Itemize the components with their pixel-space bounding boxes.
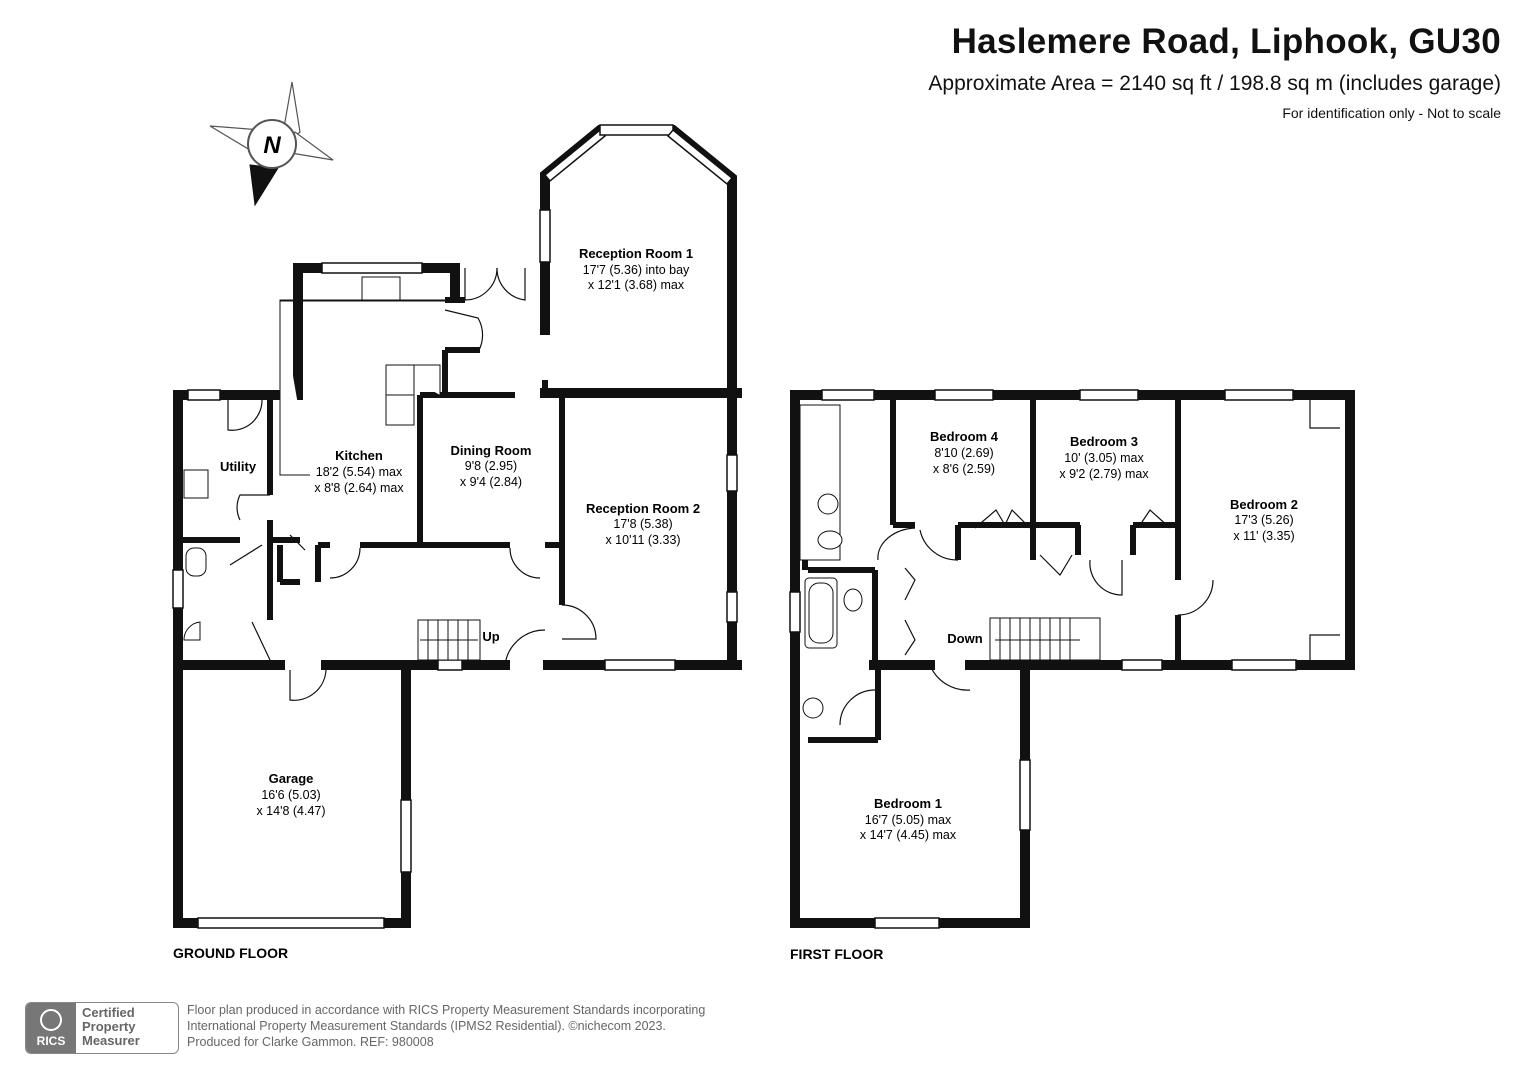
room-dimension: x 10'11 (3.33) [605,533,680,547]
room-dimension: 17'7 (5.36) into bay [583,263,690,277]
room-dimension: 17'8 (5.38) [613,517,672,531]
first-floor-fixtures [799,404,1101,719]
room-dimension: 18'2 (5.54) max [316,465,403,479]
approximate-area: Approximate Area = 2140 sq ft / 198.8 sq… [928,72,1501,95]
first-floor-internal-walls [802,395,1181,743]
room-name: Kitchen [335,448,383,463]
room-dimension: 10' (3.05) max [1064,451,1144,465]
room-dimension: x 9'2 (2.79) max [1059,467,1149,481]
room-dimension: 9'8 (2.95) [465,459,517,473]
room-label-bedroom-2: Bedroom 2 17'3 (5.26) x 11' (3.35) [1230,497,1298,543]
room-dimension: x 9'4 (2.84) [460,475,522,489]
first-floor-doors [839,400,1340,726]
room-label-reception-room-2: Reception Room 2 17'8 (5.38) x 10'11 (3.… [586,501,700,547]
room-dimension: x 14'7 (4.45) max [860,828,957,842]
compass-icon: N [209,81,334,207]
rics-logo-text: RICS [36,1033,66,1048]
badge-line: Property [82,1019,136,1034]
page-title: Haslemere Road, Liphook, GU30 [951,22,1501,61]
room-name: Bedroom 4 [930,429,999,444]
first-floor-windows [789,389,1297,929]
room-name: Bedroom 2 [1230,497,1298,512]
room-dimension: 17'3 (5.26) [1234,513,1293,527]
badge-text: Certified Property Measurer [76,1003,146,1053]
footer-credits: Floor plan produced in accordance with R… [187,1002,705,1050]
room-name: Dining Room [451,443,532,458]
disclaimer-note: For identification only - Not to scale [1282,105,1501,121]
stairs-up-label: Up [482,629,499,644]
compass-north-label: N [263,132,281,159]
rics-certified-badge: RICS Certified Property Measurer [25,1002,179,1054]
footer-line: Floor plan produced in accordance with R… [187,1003,706,1017]
footer-line: International Property Measurement Stand… [187,1019,666,1033]
room-name: Bedroom 1 [874,796,942,811]
room-dimension: x 8'6 (2.59) [933,462,995,476]
room-name: Reception Room 2 [586,501,700,516]
room-label-dining-room: Dining Room 9'8 (2.95) x 9'4 (2.84) [451,443,532,489]
ground-floor-internal-walls [178,297,565,620]
room-dimension: x 12'1 (3.68) max [588,278,685,292]
ground-floor-label: GROUND FLOOR [173,945,288,961]
room-name: Utility [220,459,257,474]
room-name: Garage [269,771,314,786]
room-name: Bedroom 3 [1070,434,1138,449]
ground-floor-doors [227,267,597,701]
stairs-down-label: Down [947,631,982,646]
room-label-garage: Garage 16'6 (5.03) x 14'8 (4.47) [256,771,325,818]
rics-logo-icon: RICS [26,1003,76,1053]
room-name: Reception Room 1 [579,246,693,261]
ground-floor-fixtures [183,276,481,661]
room-label-bedroom-4: Bedroom 4 8'10 (2.69) x 8'6 (2.59) [930,429,999,476]
room-label-reception-room-1: Reception Room 1 17'7 (5.36) into bay x … [579,246,693,292]
room-label-kitchen: Kitchen 18'2 (5.54) max x 8'8 (2.64) max [314,448,404,495]
ground-floor-windows [172,124,738,929]
room-dimension: 8'10 (2.69) [934,446,993,460]
badge-line: Certified [82,1005,135,1020]
first-floor-walls [790,390,1355,928]
room-dimension: x 14'8 (4.47) [256,804,325,818]
room-label-bedroom-3: Bedroom 3 10' (3.05) max x 9'2 (2.79) ma… [1059,434,1149,481]
room-dimension: 16'6 (5.03) [261,788,320,802]
room-dimension: x 11' (3.35) [1233,529,1294,543]
first-floor-label: FIRST FLOOR [790,946,883,962]
room-dimension: x 8'8 (2.64) max [314,481,404,495]
room-dimension: 16'7 (5.05) max [865,813,952,827]
badge-line: Measurer [82,1033,140,1048]
room-label-bedroom-1: Bedroom 1 16'7 (5.05) max x 14'7 (4.45) … [860,796,957,842]
footer-line: Produced for Clarke Gammon. REF: 980008 [187,1035,434,1049]
room-label-utility: Utility [220,459,257,474]
